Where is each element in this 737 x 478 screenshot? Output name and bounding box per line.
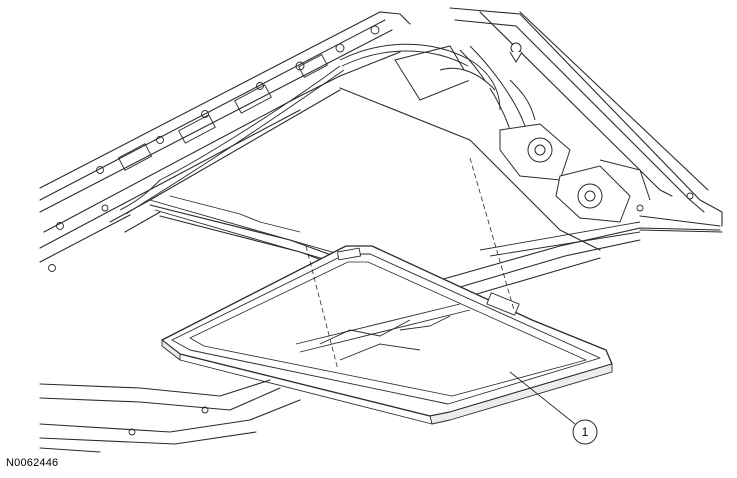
callout-1-label: 1 xyxy=(582,425,589,439)
callout-1: 1 xyxy=(509,371,598,445)
figure-id: N0062446 xyxy=(6,457,59,469)
underside-mechanism xyxy=(295,303,471,361)
roof-frame-details xyxy=(48,25,694,436)
callout-1-circle xyxy=(572,419,598,445)
cables xyxy=(119,43,501,215)
motor-assembly xyxy=(394,42,651,223)
glass-panel xyxy=(161,245,613,425)
alignment-lines xyxy=(305,157,515,371)
